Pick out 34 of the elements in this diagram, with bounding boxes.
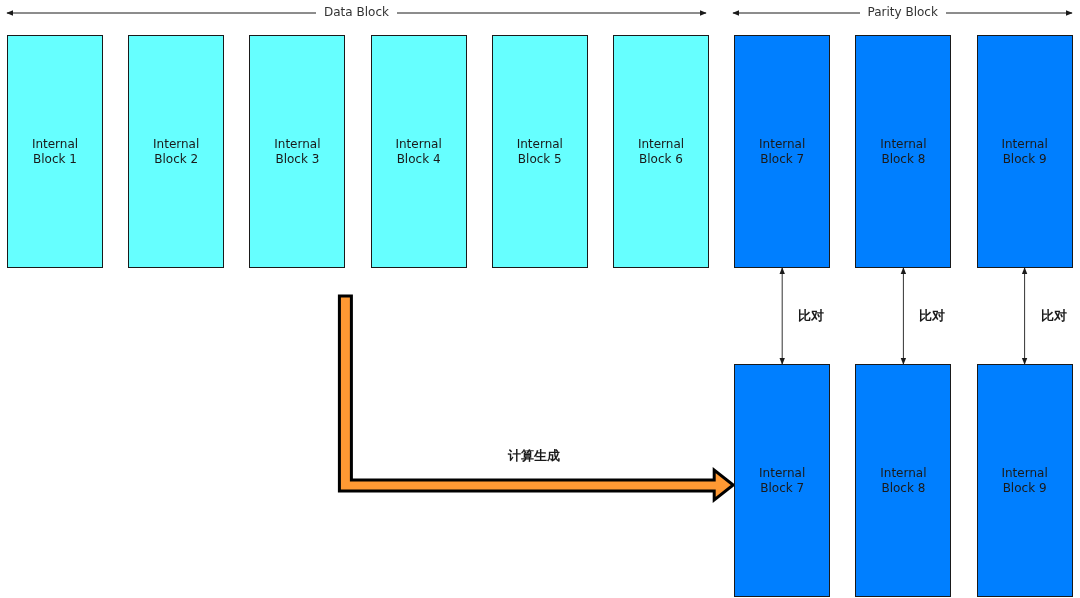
block-rect [370,35,467,268]
block-rect [976,364,1073,597]
edge-label: 比对 [1040,307,1067,325]
block-label: Internal Block 8 [879,465,928,496]
double-arrow [1021,267,1028,365]
block-label: Internal Block 6 [636,136,686,167]
section-label: Parity Block [859,5,946,19]
block-label: Internal Block 9 [1000,136,1049,167]
block-arrow [337,294,736,504]
block-rect [976,35,1073,268]
block-rect [855,35,952,268]
block-label: Internal Block 1 [30,136,80,167]
block-label: Internal Block 4 [394,136,443,167]
block-rect [249,35,346,268]
block-label: Internal Block 9 [1000,465,1049,496]
edge-label: 比对 [798,307,825,325]
block-label: Internal Block 7 [758,136,807,167]
block-label: Internal Block 2 [152,136,201,167]
block-rect [734,364,831,597]
double-arrow [900,267,907,365]
block-label: Internal Block 5 [515,136,564,167]
double-arrow [779,267,785,365]
block-rect [613,35,709,268]
block-rect [128,35,225,268]
edge-label: 比对 [919,307,946,325]
block-label: Internal Block 3 [273,136,322,167]
section-label: Data Block [316,5,397,19]
block-rect [855,364,952,597]
block-rect [491,35,588,268]
block-label: Internal Block 7 [758,465,807,496]
block-rect [734,35,831,268]
block-label: Internal Block 8 [879,136,928,167]
edge-label: 计算生成 [508,447,561,465]
block-rect [7,35,103,268]
